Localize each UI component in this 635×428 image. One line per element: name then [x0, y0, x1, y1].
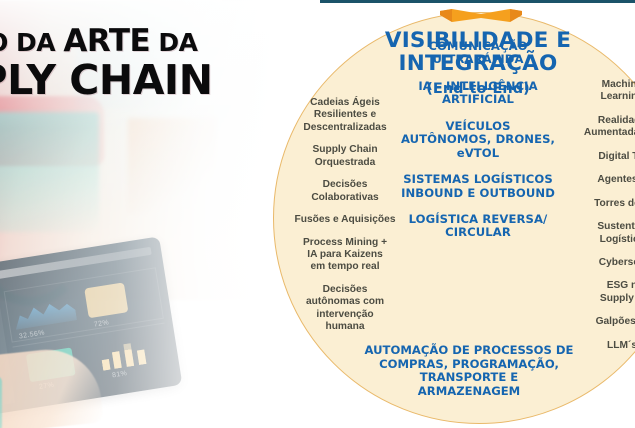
center-item: VEÍCULOS AUTÔNOMOS, DRONES, eVTOL — [400, 118, 556, 160]
right-item: Digital Tw — [598, 150, 635, 162]
left-item: Process Mining + IA para Kaizens em temp… — [302, 236, 388, 273]
center-item: IA – INTELIGÊNCIA ARTIFICIAL — [418, 78, 538, 107]
right-item: LLM´s — [607, 339, 635, 351]
circle-subtitle: (End-to-End) — [426, 81, 530, 97]
left-item: Decisões Colaborativas — [311, 179, 379, 203]
left-item: Supply Chain Orquestrada — [312, 144, 378, 168]
right-item: Galpões A. — [595, 316, 635, 328]
center-item: LOGÍSTICA REVERSA/ CIRCULAR — [408, 211, 548, 240]
page-title: ADO DA ARTE DA PPLY CHAIN — [0, 24, 278, 103]
center-items-column: COMUNICAÇÃO ULTRARÁPIDA IA – INTELIGÊNCIA… — [378, 27, 578, 240]
left-items-column: Cadeias Ágeis Resilientes e Descentraliz… — [286, 97, 404, 344]
photo-white-fade-vertical — [0, 0, 320, 428]
left-item: Fusões e Aquisições — [294, 214, 396, 226]
supply-chain-photo-collage: 32.56% 72% 27% 81% — [0, 0, 320, 428]
circle-title: VISIBILIDADE E INTEGRAÇÃO — [384, 28, 572, 77]
center-item: SISTEMAS LOGÍSTICOS INBOUND E OUTBOUND — [401, 172, 555, 200]
left-item: Decisões autônomas com intervenção human… — [305, 283, 385, 333]
right-items-column: Machine LearningRealidade Aumentada e Vi… — [563, 79, 635, 363]
supply-chain-circle — [273, 12, 635, 424]
right-item: Cyberseg — [598, 256, 635, 268]
bottom-item: AUTOMAÇÃO DE PROCESSOS DE COMPRAS, PROGR… — [364, 343, 574, 399]
center-item: COMUNICAÇÃO ULTRARÁPIDA — [428, 39, 528, 67]
top-divider-rule — [222, 0, 635, 3]
right-item: Agentes d — [597, 174, 635, 186]
right-item: ESG n Supply C — [599, 280, 635, 304]
page-title-line-2: PPLY CHAIN — [0, 56, 213, 104]
page-title-line-1-tail: DA — [150, 28, 198, 57]
page-title-line-1-emphasis: ARTE — [63, 23, 151, 59]
page-title-line-1-lead: ADO DA — [0, 28, 56, 57]
right-item: Machine Learning — [600, 79, 635, 103]
right-item: Torres de C — [594, 197, 635, 209]
right-item: Sustentab Logística — [597, 221, 635, 245]
right-item: Realidade Aumentada e Vi — [583, 114, 635, 139]
left-item: Cadeias Ágeis Resilientes e Descentraliz… — [303, 97, 387, 133]
orange-ribbon-banner — [440, 9, 522, 22]
page-title-line-1: ADO DA ARTE DA — [0, 24, 278, 60]
